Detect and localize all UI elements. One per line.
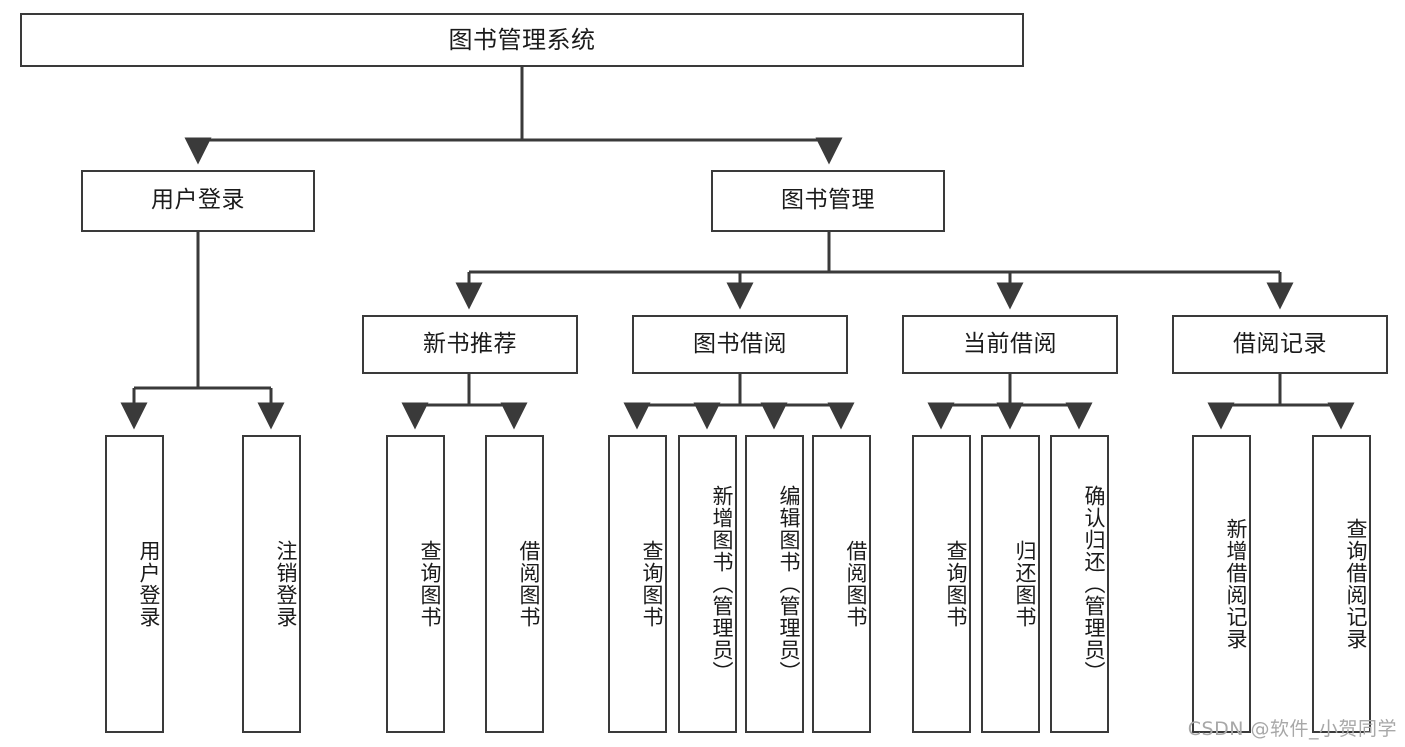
node-user-login[interactable]: 用户登录 — [81, 170, 315, 232]
leaf-borrow-borrow-book[interactable]: 借阅图书 — [812, 435, 871, 733]
csdn-watermark: CSDN @软件_小贺同学 — [1187, 718, 1397, 740]
leaf-user-login-login[interactable]: 用户登录 — [105, 435, 164, 733]
leaf-recommend-borrow-book[interactable]: 借阅图书 — [485, 435, 544, 733]
leaf-current-confirm-return-admin[interactable]: 确认归还（管理员） — [1050, 435, 1109, 733]
node-current-borrow[interactable]: 当前借阅 — [902, 315, 1118, 374]
node-new-book-recommend[interactable]: 新书推荐 — [362, 315, 578, 374]
leaf-user-login-logout[interactable]: 注销登录 — [242, 435, 301, 733]
leaf-record-add-record[interactable]: 新增借阅记录 — [1192, 435, 1251, 733]
node-root-system[interactable]: 图书管理系统 — [20, 13, 1024, 67]
node-book-borrow[interactable]: 图书借阅 — [632, 315, 848, 374]
leaf-borrow-query-book[interactable]: 查询图书 — [608, 435, 667, 733]
node-book-management[interactable]: 图书管理 — [711, 170, 945, 232]
leaf-borrow-add-book-admin[interactable]: 新增图书（管理员） — [678, 435, 737, 733]
leaf-recommend-query-book[interactable]: 查询图书 — [386, 435, 445, 733]
leaf-borrow-edit-book-admin[interactable]: 编辑图书（管理员） — [745, 435, 804, 733]
leaf-current-return-book[interactable]: 归还图书 — [981, 435, 1040, 733]
node-borrow-record[interactable]: 借阅记录 — [1172, 315, 1388, 374]
leaf-record-query-record[interactable]: 查询借阅记录 — [1312, 435, 1371, 733]
leaf-current-query-book[interactable]: 查询图书 — [912, 435, 971, 733]
